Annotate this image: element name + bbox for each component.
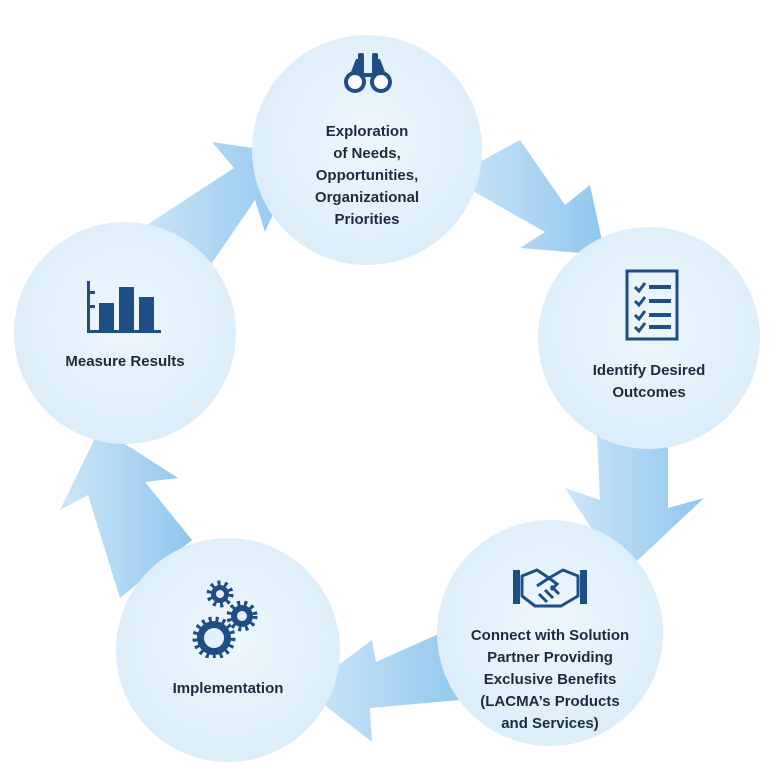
checklist-icon [625,269,679,341]
step-label-measure: Measure Results [65,353,185,370]
step-implementation: Implementation [116,538,340,762]
binoculars-icon [343,53,393,95]
step-measure-results: Measure Results [14,222,236,444]
step-label-outcomes: Identify Desired Outcomes [592,362,706,401]
bar-chart-icon [87,281,161,333]
arrow-implementation-to-measure [60,428,192,598]
step-label-connect: Connect with Solution Partner Providing … [470,627,630,732]
handshake-icon [513,566,587,610]
gears-icon [188,580,258,658]
step-label-implementation: Implementation [172,680,284,697]
step-exploration: Exploration of Needs, Opportunities, Org… [252,35,482,265]
step-identify-outcomes: Identify Desired Outcomes [538,227,760,449]
arrow-connect-to-implementation [305,620,470,742]
step-label-exploration: Exploration of Needs, Opportunities, Org… [314,123,420,228]
step-connect-partner: Connect with Solution Partner Providing … [437,520,663,746]
arrow-exploration-to-outcomes [450,140,605,255]
